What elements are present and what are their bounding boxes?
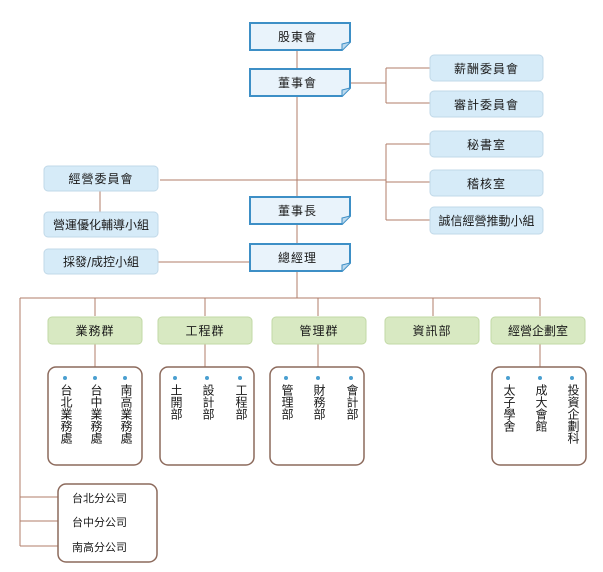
dept-box-sales	[47, 316, 143, 345]
bullet-dot	[570, 376, 574, 380]
group-frame-sales	[47, 366, 143, 466]
group-frames	[47, 366, 587, 563]
bullet-dot	[506, 376, 510, 380]
bullet-dot	[538, 376, 542, 380]
bullet-dot	[205, 376, 209, 380]
branch-label: 台北分公司	[72, 492, 127, 505]
secretary-office-label: 秘書室	[466, 137, 506, 152]
procurement-box	[43, 248, 159, 275]
sub-unit-label: 投資企劃科	[566, 384, 580, 444]
audit-committee-label: 審計委員會	[453, 97, 519, 112]
shareholders-label: 股東會	[277, 30, 317, 44]
dept-label-engineering: 工程群	[185, 324, 225, 338]
branch-label: 台中分公司	[72, 516, 127, 529]
exec-boxes	[249, 22, 351, 272]
procurement-group-label: 採發/成控小組	[62, 255, 140, 269]
shareholders-box	[249, 22, 351, 51]
bullet-dot	[316, 376, 320, 380]
audit-box	[429, 90, 544, 118]
dept-label-it: 資訊部	[412, 324, 452, 338]
group-frame-management	[269, 366, 365, 466]
secretary-box	[429, 130, 544, 158]
dept-boxes	[47, 316, 586, 345]
side-boxes	[43, 54, 544, 275]
internal-audit-label: 稽核室	[466, 176, 506, 191]
integrity-group-label: 誠信經營推動小組	[438, 214, 535, 228]
branch-label: 南高分公司	[72, 541, 127, 554]
dept-label-sales: 業務群	[75, 324, 115, 338]
chairman-box	[249, 196, 351, 225]
dept-box-it	[384, 316, 480, 345]
bullet-dot	[349, 376, 353, 380]
sub-unit-label: 台中業務處	[89, 384, 103, 444]
group-frame-branches	[57, 483, 158, 563]
bullet-dot	[123, 376, 127, 380]
sub-unit-label: 太子學舍	[502, 384, 516, 432]
sub-unit-label: 土開部	[169, 384, 183, 420]
sub-unit-label: 會計部	[345, 384, 359, 420]
dept-label-management: 管理群	[299, 324, 339, 338]
bullet-dot	[173, 376, 177, 380]
dept-label-planning: 經營企劃室	[507, 324, 568, 338]
sub-unit-label: 台北業務處	[59, 384, 73, 444]
sub-unit-label: 工程部	[234, 384, 248, 420]
bullet-dot	[284, 376, 288, 380]
board-label: 董事會	[277, 76, 317, 90]
group-frame-engineering	[159, 366, 255, 466]
operations-committee-label: 經營委員會	[68, 172, 134, 186]
bullet-dot	[93, 376, 97, 380]
optimization-box	[43, 211, 159, 238]
dept-box-management	[271, 316, 367, 345]
dept-box-engineering	[157, 316, 253, 345]
integrity-box	[429, 206, 544, 235]
sub-unit-label: 設計部	[201, 384, 215, 420]
bullet-dot	[238, 376, 242, 380]
group-frame-planning	[491, 366, 587, 466]
sub-unit-label: 南高業務處	[119, 384, 133, 444]
connector-lines	[19, 50, 541, 547]
operations-committee-box	[43, 165, 159, 192]
compensation-committee-label: 薪酬委員會	[453, 61, 519, 76]
internal-audit-box	[429, 169, 544, 197]
bullet-dot	[63, 376, 67, 380]
sub-unit-label: 成大會館	[534, 384, 548, 432]
compensation-box	[429, 54, 544, 82]
board-box	[249, 68, 351, 97]
sub-unit-label: 財務部	[312, 384, 326, 420]
chairman-label: 董事長	[277, 204, 317, 218]
optimization-group-label: 營運優化輔導小組	[52, 218, 149, 232]
sub-unit-label: 管理部	[280, 384, 294, 420]
gm-box	[249, 243, 351, 272]
gm-label: 總經理	[277, 251, 317, 265]
dept-box-planning	[490, 316, 586, 345]
